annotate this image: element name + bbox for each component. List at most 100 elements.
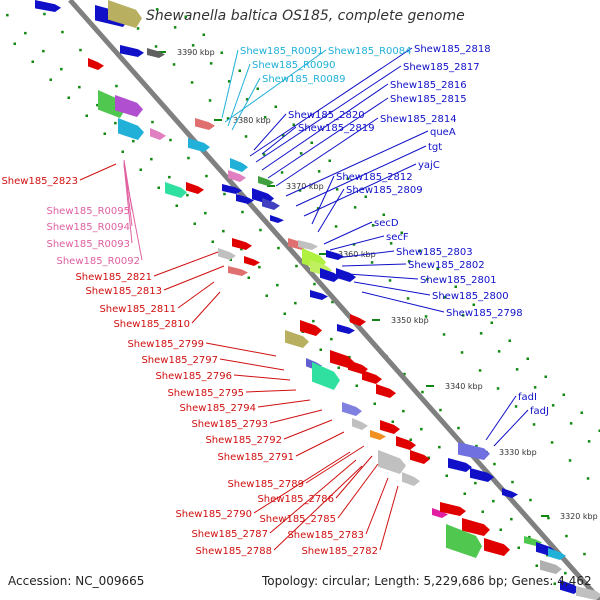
gene-label[interactable]: Shew185_2823 [1, 176, 78, 187]
guide-dot [229, 258, 233, 261]
guide-dot [373, 402, 377, 405]
leader-line [257, 399, 311, 408]
gene-label[interactable]: Shew185_2801 [420, 275, 497, 286]
gene-label[interactable]: Shew185_2814 [380, 114, 457, 125]
gene-label[interactable]: Shew185_2799 [127, 339, 204, 350]
gene-label[interactable]: Shew185_2818 [414, 44, 491, 55]
leader-line [361, 291, 445, 313]
gene-label[interactable]: Shew185_2802 [408, 260, 485, 271]
gene-label[interactable]: fadI [518, 392, 537, 403]
gene-label[interactable]: Shew185_R0093 [46, 239, 130, 250]
gene-label[interactable]: Shew185_R0090 [252, 60, 336, 71]
gene-label[interactable]: Shew185_2786 [257, 494, 334, 505]
leader-line [224, 49, 327, 123]
leader-line [335, 250, 395, 259]
gene-label[interactable]: Shew185_2821 [75, 272, 152, 283]
guide-dot [169, 138, 172, 142]
guide-dot [259, 228, 262, 232]
gene-label[interactable]: Shew185_2796 [155, 371, 232, 382]
guide-dot [184, 15, 187, 19]
guide-dot [562, 393, 565, 397]
guide-dot [403, 372, 406, 376]
leader-line [323, 221, 373, 245]
guide-dot [533, 386, 537, 389]
gene-feature-misc [432, 508, 448, 518]
gene-label[interactable]: Shew185_2803 [396, 247, 473, 258]
guide-dot [139, 168, 143, 171]
guide-dot [478, 369, 482, 372]
gene-label[interactable]: secD [374, 218, 399, 229]
gene-label[interactable]: Shew185_2795 [167, 388, 244, 399]
leader-line [269, 409, 323, 424]
guide-dot [420, 427, 423, 431]
gene-label[interactable]: tgt [428, 142, 442, 153]
gene-feature-fwd-gene [300, 320, 322, 336]
guide-dot [238, 69, 241, 73]
guide-dot [409, 438, 413, 441]
gene-label[interactable]: Shew185_2793 [191, 419, 268, 430]
gene-label[interactable]: secF [386, 232, 409, 243]
guide-dot [61, 30, 64, 34]
gene-label[interactable]: Shew185_2791 [217, 452, 294, 463]
gene-label[interactable]: queA [430, 127, 456, 138]
gene-label[interactable]: Shew185_R0095 [46, 206, 130, 217]
gene-label[interactable]: Shew185_2783 [287, 530, 364, 541]
gene-label[interactable]: Shew185_2789 [227, 479, 304, 490]
gene-feature-fwd-gene [484, 538, 510, 556]
guide-dot [438, 445, 441, 449]
gene-feature-fwd-gene [380, 420, 400, 434]
gene-feature-misc [228, 266, 248, 276]
gene-label[interactable]: Shew185_2810 [113, 319, 190, 330]
guide-dot [96, 103, 99, 107]
guide-dot [312, 319, 315, 323]
gene-label[interactable]: Shew185_2785 [259, 514, 336, 525]
gene-feature-rev-gene [458, 442, 490, 460]
guide-dot [247, 276, 251, 279]
gene-label[interactable]: Shew185_2813 [85, 286, 162, 297]
gene-feature-misc [218, 248, 236, 260]
gene-label[interactable]: Shew185_R0089 [262, 74, 346, 85]
guide-dot [121, 150, 125, 153]
leader-line [191, 291, 221, 324]
genome-backbone [68, 0, 600, 600]
gene-label[interactable]: Shew185_2792 [205, 435, 282, 446]
gene-label[interactable]: Shew185_R0094 [46, 222, 130, 233]
gene-feature-rev-gene [222, 184, 242, 194]
gene-feature-fwd-gene [350, 314, 366, 326]
gene-label[interactable]: yajC [418, 160, 440, 171]
guide-dot [586, 477, 590, 480]
gene-label[interactable]: Shew185_2812 [336, 172, 413, 183]
guide-dot [295, 264, 298, 268]
gene-label[interactable]: Shew185_2788 [195, 546, 272, 557]
guide-dot [508, 339, 511, 343]
gene-label[interactable]: Shew185_2800 [432, 291, 509, 302]
guide-dot [330, 337, 333, 341]
gene-label[interactable]: Shew185_R0084 [328, 46, 412, 57]
gene-label[interactable]: Shew185_2811 [99, 304, 176, 315]
gene-label[interactable]: Shew185_R0092 [56, 256, 140, 267]
gene-label[interactable]: Shew185_2794 [179, 403, 256, 414]
gene-label[interactable]: Shew185_2820 [288, 110, 365, 121]
guide-dot [281, 134, 285, 137]
guide-dot [265, 294, 269, 297]
guide-dot [115, 84, 118, 88]
guide-dot [191, 44, 195, 47]
gene-label[interactable]: Shew185_R0091 [240, 46, 324, 57]
gene-label[interactable]: Shew185_2809 [346, 185, 423, 196]
gene-label[interactable]: Shew185_2819 [298, 123, 375, 134]
gene-label[interactable]: Shew185_2815 [390, 94, 467, 105]
guide-dot [334, 225, 338, 228]
gene-label[interactable]: Shew185_2797 [141, 355, 218, 366]
gene-label[interactable]: Shew185_2798 [446, 308, 523, 319]
guide-dot [193, 222, 197, 225]
gene-label[interactable]: fadJ [530, 406, 549, 417]
gene-feature-fwd-gene [410, 450, 430, 464]
gene-feature-misc [258, 176, 274, 186]
gene-label[interactable]: Shew185_2782 [301, 546, 378, 557]
gene-label[interactable]: Shew185_2790 [175, 509, 252, 520]
gene-label[interactable]: Shew185_2787 [191, 529, 268, 540]
gene-label[interactable]: Shew185_2816 [390, 80, 467, 91]
gene-label[interactable]: Shew185_2817 [403, 62, 480, 73]
